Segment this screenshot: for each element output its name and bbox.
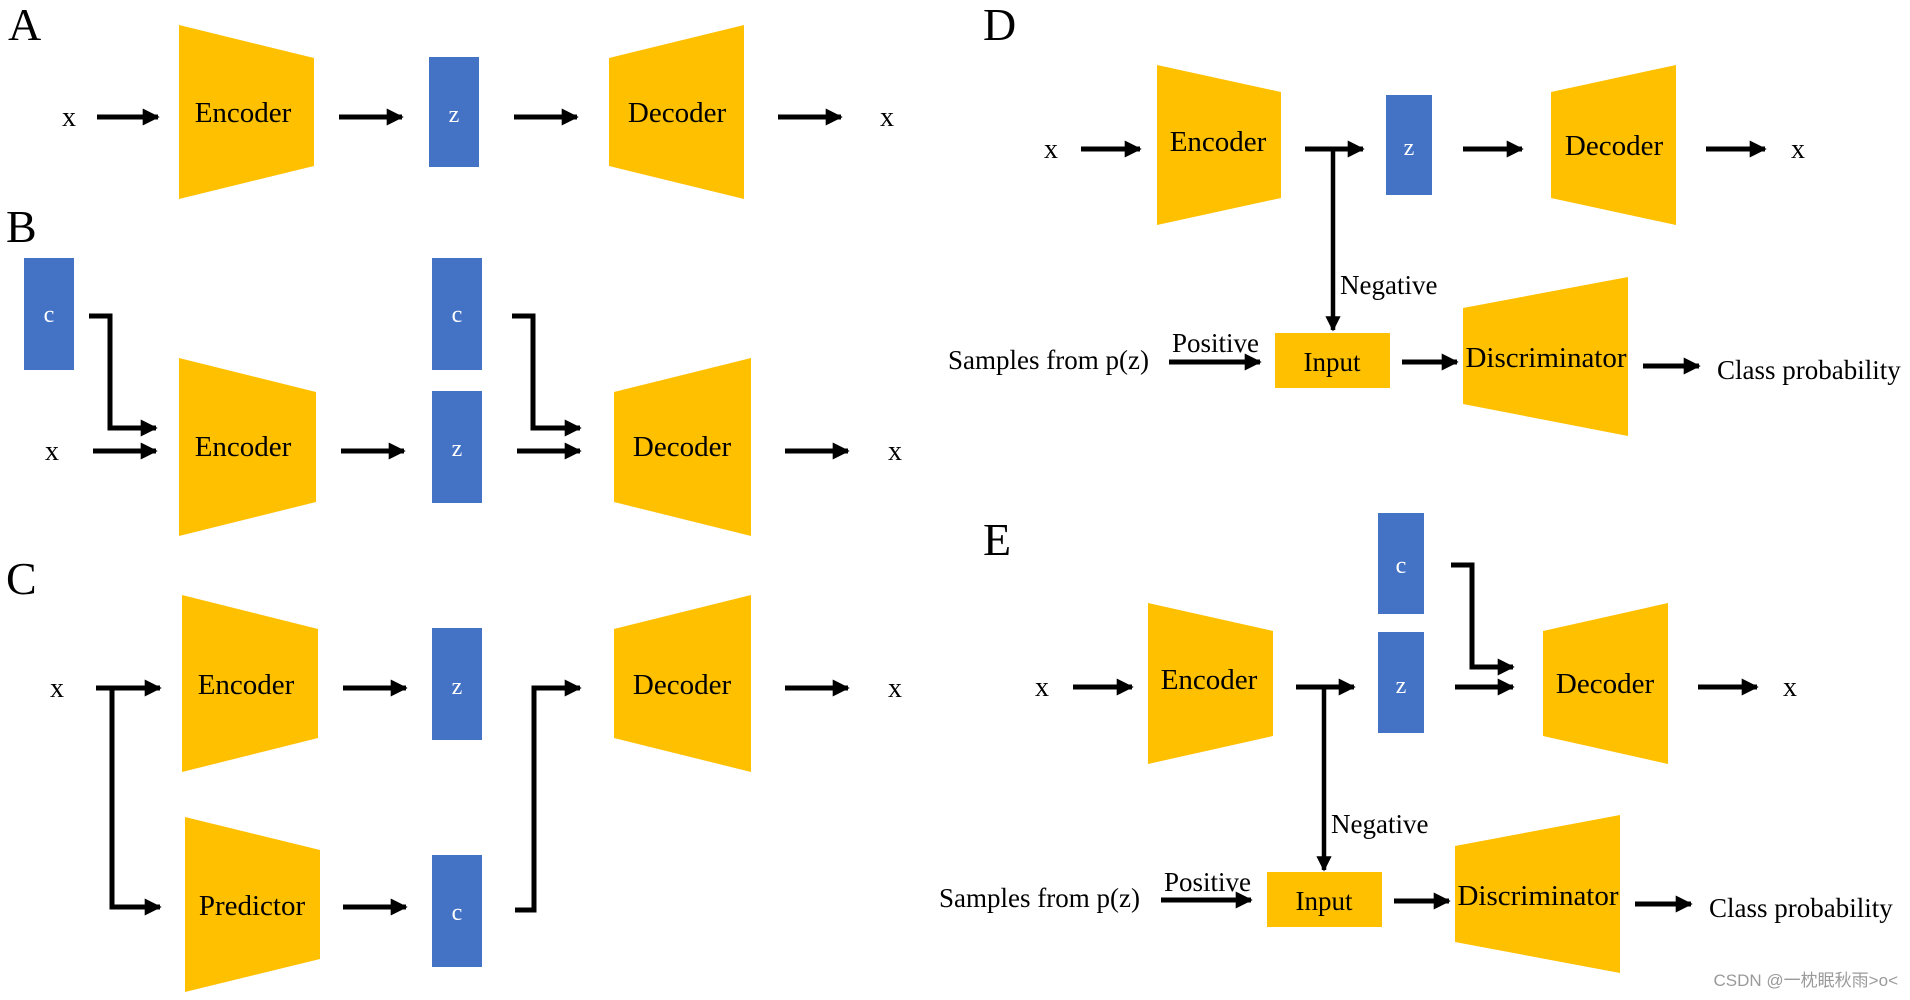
panel-d-decoder-label: Decoder bbox=[1565, 130, 1664, 162]
panel-b-decoder-label: Decoder bbox=[633, 431, 732, 463]
panel-a: A x Encoder z Decoder x bbox=[8, 0, 894, 199]
panel-c-decoder-label: Decoder bbox=[633, 669, 732, 701]
panel-d-negative-label: Negative bbox=[1340, 270, 1437, 300]
panel-b: B c x Encoder c z Decoder x bbox=[6, 201, 902, 536]
panel-a-decoder-shape bbox=[609, 25, 744, 199]
panel-b-cond-latent-label: c bbox=[452, 302, 463, 328]
panel-e-class-prob-label: Class probability bbox=[1709, 893, 1893, 923]
panel-e: E x Encoder c z Decoder x Negative Posit… bbox=[939, 513, 1893, 973]
panel-b-decoder-shape bbox=[614, 358, 751, 536]
panel-a-encoder-shape bbox=[179, 25, 314, 199]
panel-c-decoder-shape bbox=[614, 595, 751, 772]
panel-e-latent-box bbox=[1378, 632, 1424, 733]
panel-c-latent-box bbox=[432, 628, 482, 740]
panel-d-samples-label: Samples from p(z) bbox=[948, 345, 1149, 375]
panel-e-latent-label: z bbox=[1396, 673, 1407, 699]
panel-e-output-x: x bbox=[1783, 672, 1797, 703]
panel-b-output-x: x bbox=[888, 436, 902, 467]
panel-e-letter: E bbox=[983, 514, 1011, 565]
panel-e-input-box-label: Input bbox=[1296, 886, 1353, 916]
panel-c-encoder-label: Encoder bbox=[198, 669, 295, 701]
panel-e-positive-label: Positive bbox=[1164, 867, 1251, 897]
panel-b-cond-latent-box bbox=[432, 258, 482, 370]
panel-b-input-x: x bbox=[45, 436, 59, 467]
panel-a-input-x: x bbox=[62, 102, 76, 133]
panel-e-decoder-label: Decoder bbox=[1556, 668, 1655, 700]
panel-a-output-x: x bbox=[880, 102, 894, 133]
panel-a-latent-box bbox=[429, 57, 479, 167]
arrow bbox=[515, 679, 582, 913]
panel-d-decoder-shape bbox=[1551, 65, 1676, 225]
panel-d-input-box bbox=[1275, 333, 1390, 388]
panel-e-negative-label: Negative bbox=[1331, 809, 1428, 839]
panel-a-latent-label: z bbox=[449, 102, 460, 128]
panel-c-encoder-shape bbox=[182, 595, 318, 772]
panel-b-encoder-label: Encoder bbox=[195, 431, 292, 463]
arrow bbox=[89, 313, 158, 437]
panel-c-latent-label: z bbox=[452, 674, 463, 700]
panel-c-cond-box bbox=[432, 855, 482, 967]
panel-c: C x Encoder z Predictor c Decoder x bbox=[6, 553, 902, 992]
panel-b-latent-label: z bbox=[452, 436, 463, 462]
panel-d-input-x: x bbox=[1044, 134, 1058, 165]
panel-d-discriminator-shape bbox=[1463, 277, 1628, 436]
panel-e-cond-label: c bbox=[1396, 553, 1407, 579]
panel-e-discriminator-label: Discriminator bbox=[1457, 880, 1618, 912]
panel-b-cond-in-box bbox=[24, 258, 74, 370]
panel-e-samples-label: Samples from p(z) bbox=[939, 883, 1140, 913]
panel-d-positive-label: Positive bbox=[1172, 328, 1259, 358]
panel-d-latent-label: z bbox=[1404, 135, 1415, 161]
arrow bbox=[109, 688, 162, 916]
panel-e-cond-box bbox=[1378, 513, 1424, 614]
panel-b-letter: B bbox=[6, 201, 37, 252]
panel-a-letter: A bbox=[8, 0, 41, 50]
panel-e-encoder-label: Encoder bbox=[1161, 664, 1258, 696]
arrow bbox=[1451, 562, 1515, 676]
panel-b-latent-box bbox=[432, 391, 482, 503]
panel-d-encoder-shape bbox=[1157, 65, 1281, 225]
panel-c-cond-label: c bbox=[452, 900, 463, 926]
panel-d: D x Encoder z Decoder x Negative Positiv… bbox=[948, 0, 1901, 436]
panel-d-discriminator-label: Discriminator bbox=[1465, 342, 1626, 374]
panel-e-input-x: x bbox=[1035, 672, 1049, 703]
panel-a-decoder-label: Decoder bbox=[628, 97, 727, 129]
panel-e-discriminator-shape bbox=[1455, 815, 1620, 973]
panel-c-output-x: x bbox=[888, 673, 902, 704]
panel-e-input-box bbox=[1267, 872, 1382, 927]
panel-b-cond-in-label: c bbox=[44, 302, 55, 328]
panel-c-input-x: x bbox=[50, 673, 64, 704]
panel-c-predictor-label: Predictor bbox=[199, 890, 306, 922]
panel-d-output-x: x bbox=[1791, 134, 1805, 165]
panel-e-decoder-shape bbox=[1543, 603, 1668, 764]
panel-e-encoder-shape bbox=[1148, 603, 1273, 764]
panel-d-latent-box bbox=[1386, 95, 1432, 195]
panel-d-input-box-label: Input bbox=[1304, 347, 1361, 377]
panel-b-encoder-shape bbox=[179, 358, 316, 536]
panel-a-encoder-label: Encoder bbox=[195, 97, 292, 129]
arrow bbox=[512, 313, 582, 437]
panel-d-encoder-label: Encoder bbox=[1170, 126, 1267, 158]
panel-c-letter: C bbox=[6, 553, 37, 604]
panel-d-letter: D bbox=[983, 0, 1016, 50]
watermark-text: CSDN @一枕眠秋雨>o< bbox=[1714, 971, 1899, 990]
panel-c-predictor-shape bbox=[185, 817, 320, 992]
panel-d-class-prob-label: Class probability bbox=[1717, 355, 1901, 385]
